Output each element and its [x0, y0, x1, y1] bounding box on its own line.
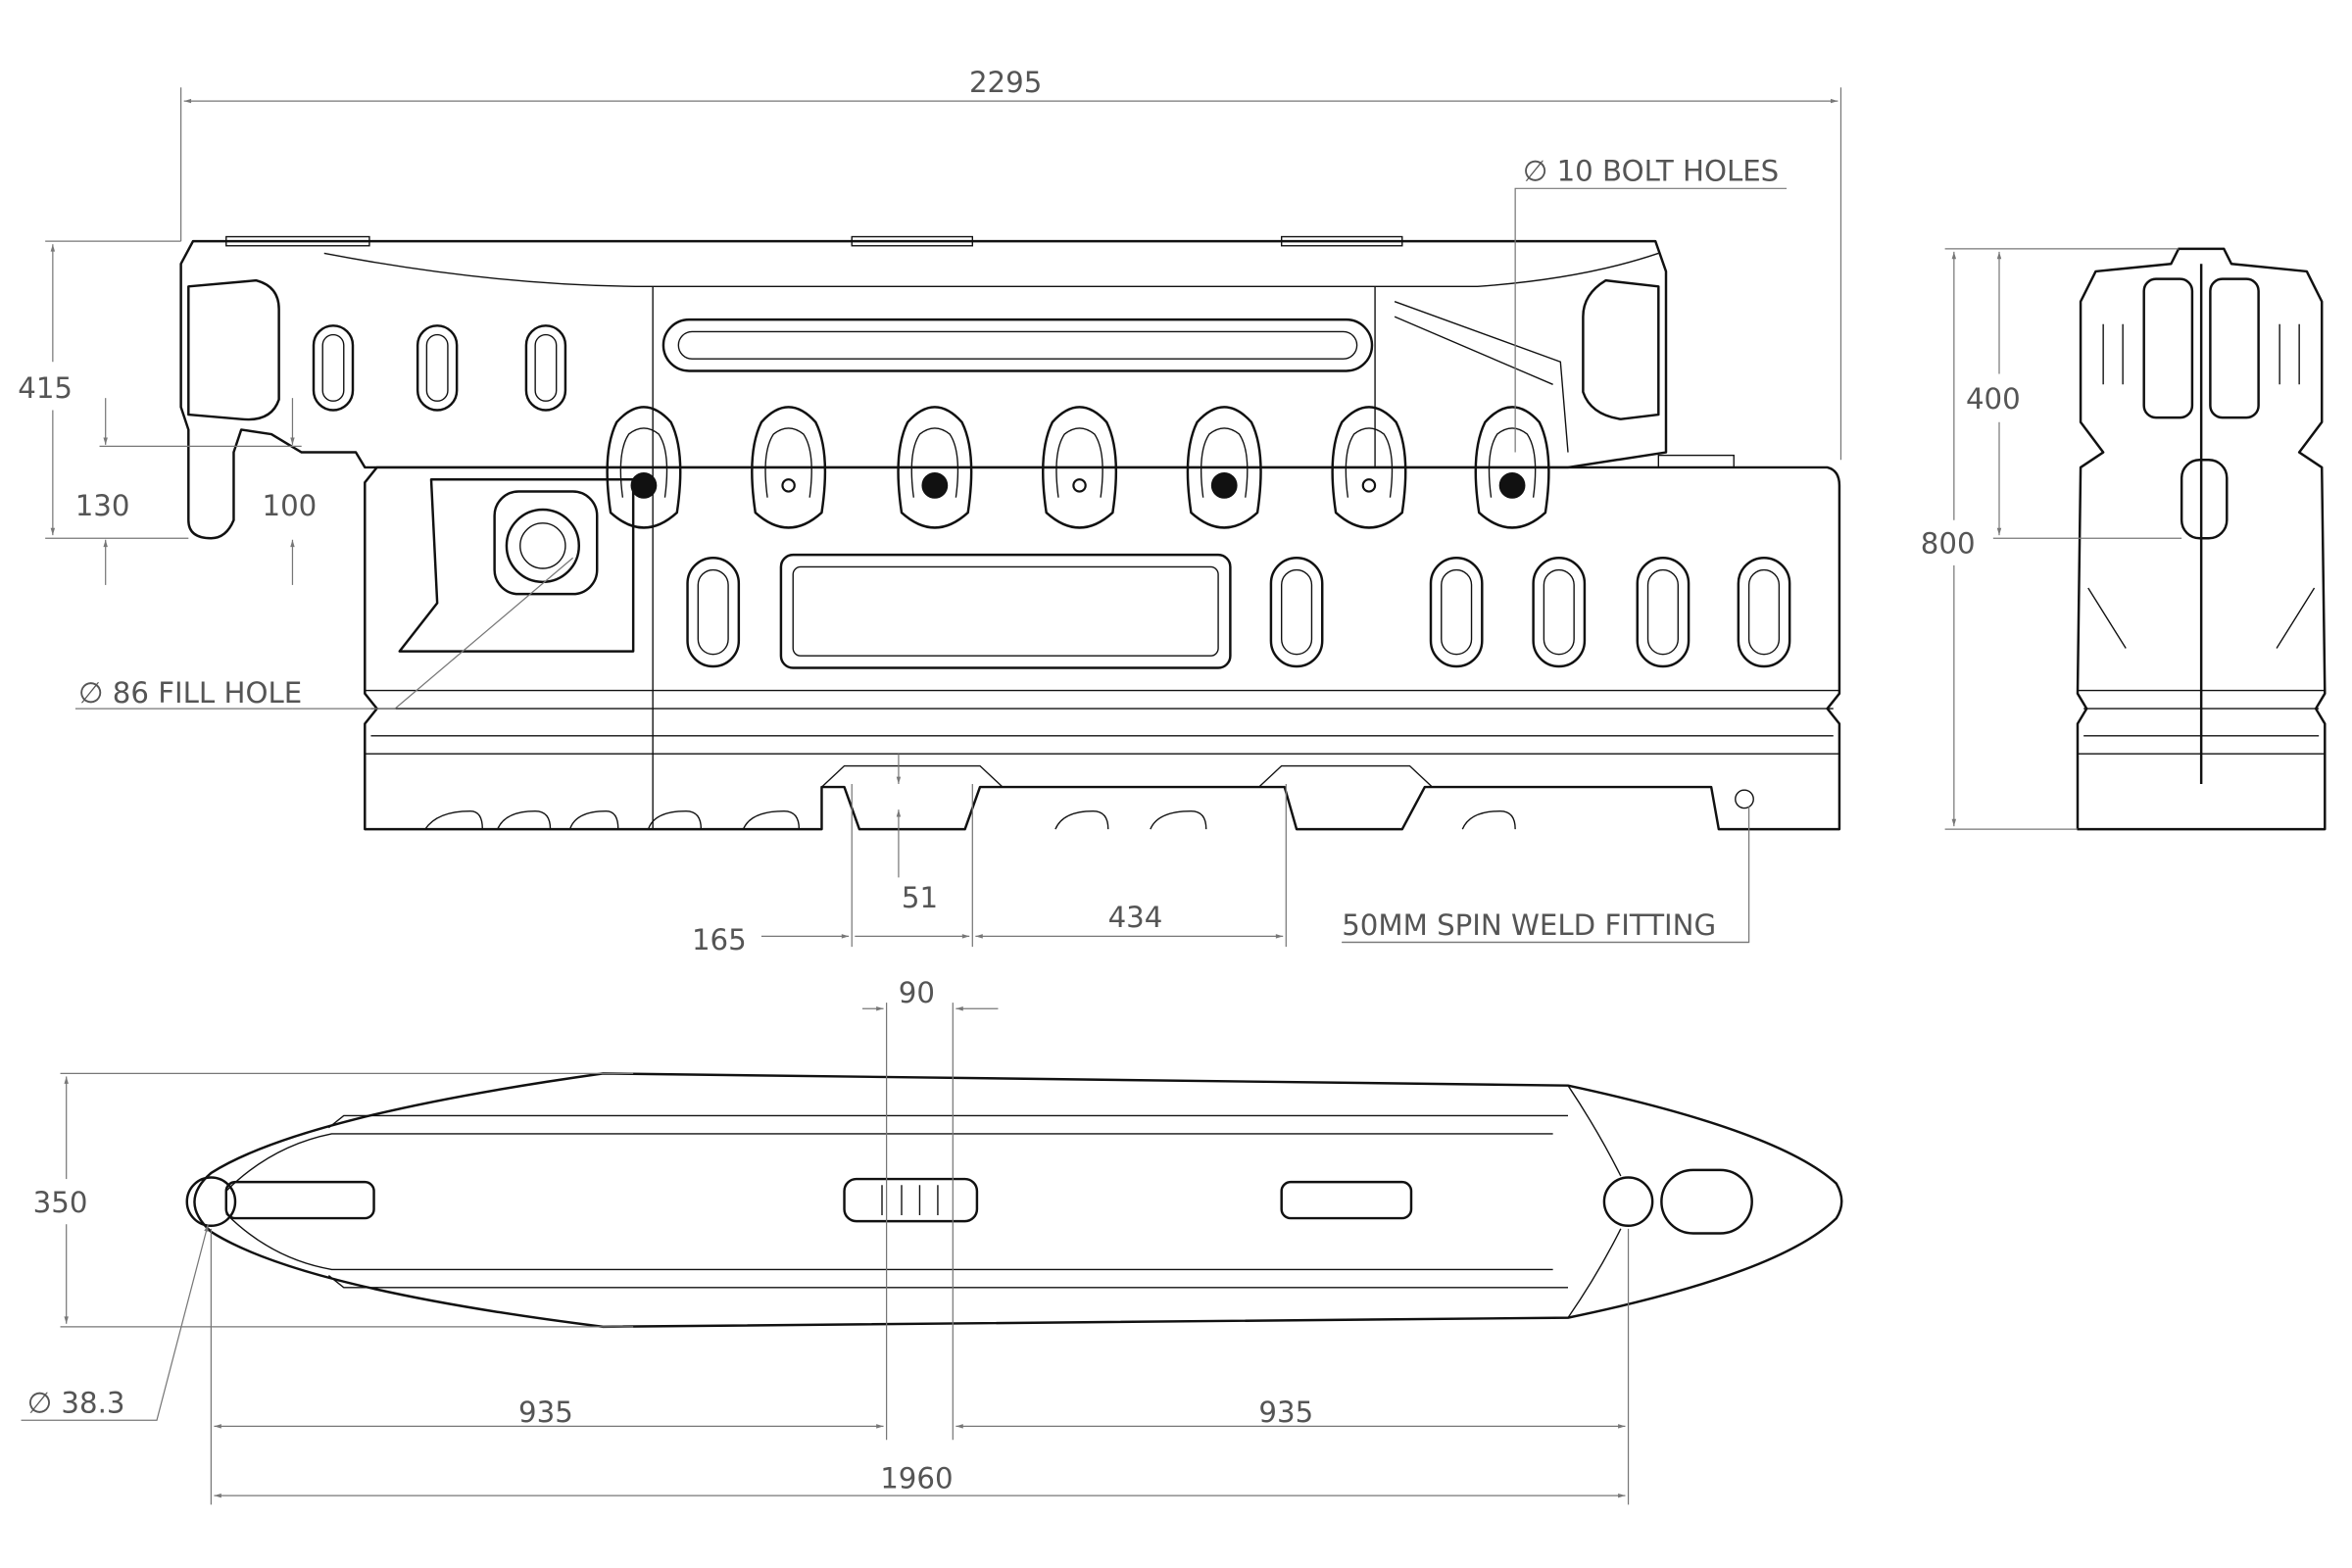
dim-front-height: 415	[18, 371, 73, 405]
dim-side-total: 800	[1921, 527, 1976, 561]
dimensions: 2295 ∅ 10 BOLT HOLES 415 130 100 400 800…	[18, 66, 2182, 1505]
label-fill-hole: ∅ 86 FILL HOLE	[78, 676, 302, 710]
lower-slots	[686, 557, 1791, 668]
dim-top-width: 350	[33, 1186, 88, 1219]
bolt-boss	[751, 406, 827, 529]
label-pin-diameter: ∅ 38.3	[27, 1387, 125, 1420]
fill-hole	[398, 478, 635, 653]
handle-left	[187, 278, 280, 421]
bolt-hole-icon	[781, 478, 796, 493]
dim-overall-length: 2295	[969, 66, 1042, 99]
base-feet	[424, 764, 1754, 830]
dim-side-upper: 400	[1966, 382, 2021, 416]
dim-notch-width: 165	[692, 923, 747, 956]
bolt-hole-icon	[1361, 478, 1377, 493]
bolt-hole-icon	[1498, 472, 1526, 499]
dim-lug-height: 130	[75, 489, 130, 522]
upper-slots	[312, 318, 1374, 412]
dim-notch-depth: 51	[902, 881, 938, 914]
bolt-boss	[1474, 406, 1550, 529]
bolt-boss	[897, 406, 973, 529]
bolt-boss	[1186, 406, 1262, 529]
upper-body-outline	[179, 239, 1668, 540]
pin-hole-right	[1602, 1176, 1654, 1227]
side-view	[2076, 247, 2327, 831]
dim-notch-spacing: 434	[1108, 901, 1163, 934]
bolt-boss	[1042, 406, 1118, 529]
front-view	[179, 235, 1841, 831]
bolt-hole-icon	[1210, 472, 1238, 499]
bolt-boss	[606, 406, 682, 529]
bolt-hole-icon	[1072, 478, 1087, 493]
dim-pin-span: 1960	[880, 1461, 953, 1494]
bolt-bosses	[606, 406, 1550, 529]
top-view	[185, 1072, 1843, 1329]
label-recess	[779, 553, 1232, 669]
bolt-hole-icon	[921, 472, 949, 499]
pin-hole-left	[185, 1176, 237, 1227]
handle-right	[1582, 278, 1660, 420]
dim-half-span-left: 935	[518, 1396, 573, 1429]
lower-body-outline	[364, 466, 1841, 831]
label-spin-weld: 50MM SPIN WELD FITTING	[1342, 908, 1716, 942]
bolt-hole-icon	[630, 472, 658, 499]
dim-lug-offset: 100	[262, 489, 317, 522]
dim-center-gap: 90	[899, 976, 935, 1009]
dim-half-span-right: 935	[1258, 1396, 1313, 1429]
bolt-boss	[1331, 406, 1407, 529]
label-bolt-holes: ∅ 10 BOLT HOLES	[1523, 155, 1779, 188]
